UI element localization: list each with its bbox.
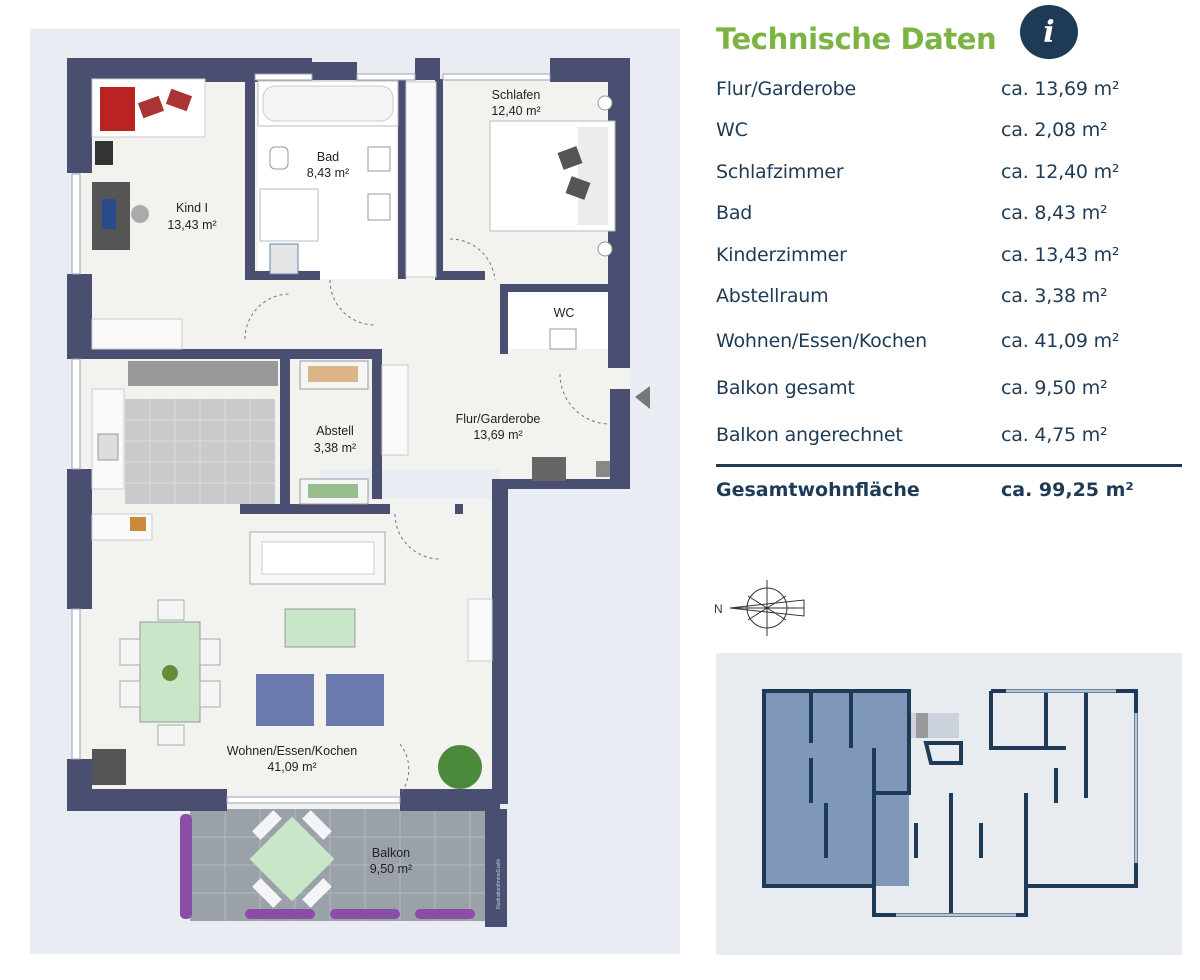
shower — [259, 188, 319, 242]
area-name: Flur/Garderobe — [716, 77, 857, 100]
wc-toilet — [549, 328, 577, 350]
total-row: Gesamtwohnfläche ca. 99,25 m² — [716, 467, 1182, 513]
toilet-bath — [269, 146, 289, 170]
area-value: ca. 4,75 m² — [1001, 423, 1108, 446]
total-divider — [716, 464, 1182, 467]
windows — [71, 73, 551, 804]
area-name: Balkon gesamt — [716, 376, 855, 399]
compass-icon: N — [714, 580, 805, 636]
area-row: Wohnen/Essen/Kochen ca. 41,09 m² — [716, 317, 1182, 364]
bathtub — [257, 80, 399, 127]
walls — [67, 58, 630, 811]
room-name-schlafen: Schlafen — [492, 88, 541, 102]
area-row: Balkon gesamt ca. 9,50 m² — [716, 364, 1182, 411]
area-name: Abstellraum — [716, 285, 829, 308]
room-name-wohnen: Wohnen/Essen/Kochen — [227, 744, 357, 758]
panel-title: Technische Daten — [716, 22, 997, 56]
room-area-schlafen: 12,40 m² — [491, 104, 540, 118]
area-value: ca. 9,50 m² — [1001, 376, 1108, 399]
area-rows: Flur/Garderobe ca. 13,69 m² WC ca. 2,08 m² S… — [716, 68, 1182, 458]
area-row: Flur/Garderobe ca. 13,69 m² — [716, 68, 1182, 110]
sink-bath-1 — [367, 146, 391, 172]
area-row: Balkon angerechnet ca. 4,75 m² — [716, 411, 1182, 458]
entrance-arrow — [635, 386, 650, 409]
area-name: WC — [716, 119, 748, 142]
area-value: ca. 13,69 m² — [1001, 77, 1120, 100]
hall-wardrobe — [381, 364, 409, 456]
kids-bed — [91, 78, 206, 138]
total-label: Gesamtwohnfläche — [716, 479, 920, 501]
corner-cabinet — [92, 749, 126, 785]
area-name: Bad — [716, 202, 753, 225]
area-name: Schlafzimmer — [716, 160, 844, 183]
wardrobe-kids — [91, 318, 183, 350]
total-value: ca. 99,25 m² — [1001, 479, 1134, 501]
tv-sideboard — [467, 598, 493, 662]
area-row: Kinderzimmer ca. 13,43 m² — [716, 234, 1182, 276]
area-name: Balkon angerechnet — [716, 423, 903, 446]
double-bed — [489, 120, 616, 232]
site-map — [716, 653, 1182, 955]
area-row: Schlafzimmer ca. 12,40 m² — [716, 151, 1182, 193]
balcony-table — [249, 810, 335, 908]
lamp-2 — [597, 241, 613, 257]
armchair-2 — [326, 674, 384, 726]
area-table: Flur/Garderobe ca. 13,69 m² WC ca. 2,08 m² S… — [716, 68, 1182, 513]
room-name-wc: WC — [554, 306, 575, 320]
floor-plan: Kind I 13,43 m² Bad 8,43 m² Schlafen 12,… — [30, 29, 680, 954]
site-map-windows — [896, 689, 1138, 917]
door-swings — [244, 238, 611, 795]
site-map-walls — [762, 689, 1138, 917]
room-area-bad: 8,43 m² — [307, 166, 349, 180]
lamp-1 — [597, 95, 613, 111]
stair-core — [909, 713, 959, 738]
sink-bath-2 — [367, 193, 391, 221]
area-row: Abstellraum ca. 3,38 m² — [716, 276, 1182, 318]
hall-plant — [596, 461, 610, 477]
compass-label: N — [714, 602, 723, 616]
area-value: ca. 12,40 m² — [1001, 160, 1120, 183]
area-name: Kinderzimmer — [716, 243, 847, 266]
washing-machine — [269, 243, 299, 275]
room-area-kind: 13,43 m² — [167, 218, 216, 232]
hall-bench — [532, 457, 566, 481]
room-area-abstell: 3,38 m² — [314, 441, 356, 455]
sofa — [249, 531, 386, 585]
room-name-abstell: Abstell — [316, 424, 354, 438]
room-area-wohnen: 41,09 m² — [267, 760, 316, 774]
room-name-kind: Kind I — [176, 201, 208, 215]
living-plant — [438, 745, 482, 789]
area-value: ca. 2,08 m² — [1001, 119, 1108, 142]
kids-desk — [92, 182, 149, 250]
wardrobe-bedroom — [405, 81, 437, 278]
coffee-table — [284, 608, 356, 648]
area-value: ca. 3,38 m² — [1001, 285, 1108, 308]
area-value: ca. 13,43 m² — [1001, 243, 1120, 266]
illustration-credit: Illustration/ImmoGrafik — [496, 858, 502, 909]
armchair-1 — [256, 674, 314, 726]
area-row: Bad ca. 8,43 m² — [716, 193, 1182, 235]
room-name-bad: Bad — [317, 150, 339, 164]
nightstand — [95, 141, 113, 165]
balcony-planters — [180, 814, 475, 919]
dining-table — [119, 599, 221, 746]
room-name-flur: Flur/Garderobe — [456, 412, 541, 426]
balcony — [180, 809, 507, 927]
room-name-balkon: Balkon — [372, 846, 410, 860]
room-area-flur: 13,69 m² — [473, 428, 522, 442]
kitchen-counter — [128, 361, 278, 386]
room-area-balkon: 9,50 m² — [370, 862, 412, 876]
area-row: WC ca. 2,08 m² — [716, 110, 1182, 152]
area-value: ca. 41,09 m² — [1001, 329, 1120, 352]
site-map-highlighted-unit — [764, 691, 909, 886]
info-icon[interactable]: i — [1020, 5, 1078, 59]
area-name: Wohnen/Essen/Kochen — [716, 329, 928, 352]
area-value: ca. 8,43 m² — [1001, 202, 1108, 225]
